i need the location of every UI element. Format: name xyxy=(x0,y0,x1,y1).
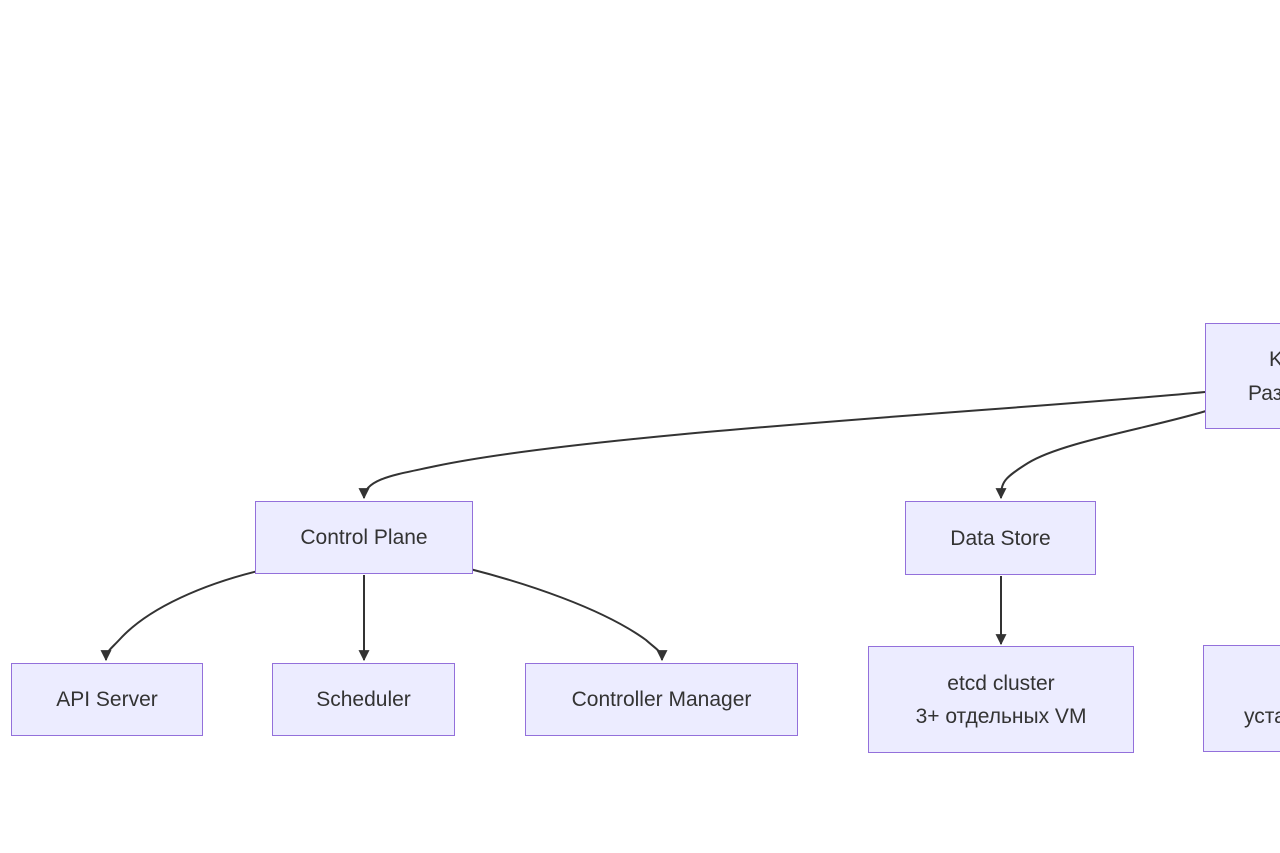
node-data-store-label: Data Store xyxy=(950,526,1051,550)
edge-control-plane-to-controller-manager xyxy=(469,568,668,662)
node-data-store: Data Store xyxy=(905,501,1096,575)
node-etcd-cluster-line1: etcd cluster xyxy=(947,671,1055,695)
node-controller-manager-label: Controller Manager xyxy=(571,688,752,711)
node-control-plane: Control Plane xyxy=(255,501,473,574)
node-api-server-label: API Server xyxy=(56,688,158,711)
node-controller-manager: Controller Manager xyxy=(525,663,798,736)
edge-root-to-control-plane xyxy=(358,391,1206,500)
node-install: уста xyxy=(1203,645,1280,752)
node-kubernetes-root: K Раз xyxy=(1205,323,1280,429)
node-kubernetes-root-line1: K xyxy=(1269,348,1280,371)
node-install-line2: уста xyxy=(1244,705,1280,728)
node-etcd-cluster-line2: 3+ отдельных VM xyxy=(915,704,1087,728)
node-scheduler-label: Scheduler xyxy=(316,688,411,711)
node-etcd-cluster: etcd cluster 3+ отдельных VM xyxy=(868,646,1134,753)
edge-root-to-data-store xyxy=(995,410,1207,500)
node-kubernetes-root-line2: Раз xyxy=(1248,382,1280,405)
node-api-server: API Server xyxy=(11,663,203,736)
node-scheduler: Scheduler xyxy=(272,663,455,736)
node-control-plane-label: Control Plane xyxy=(300,526,428,549)
edge-control-plane-to-api-server xyxy=(100,570,259,662)
